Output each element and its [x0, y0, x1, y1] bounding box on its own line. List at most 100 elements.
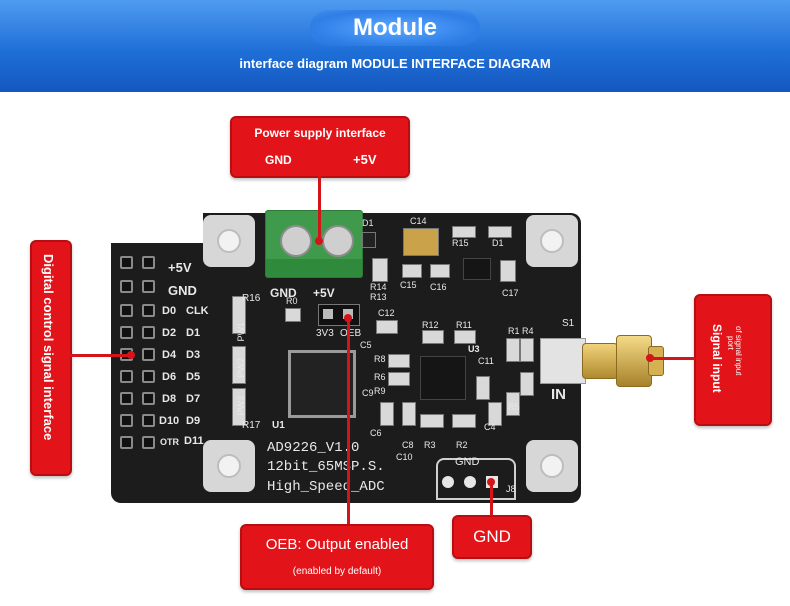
leader-gnd — [490, 482, 493, 516]
pin-label: D7 — [186, 393, 201, 405]
mounting-hole-top-right — [526, 215, 578, 267]
sma-base — [540, 338, 586, 384]
pin-label: D5 — [186, 371, 201, 383]
jumper-3v3-label: 3V3 — [316, 328, 334, 339]
smd-part — [452, 226, 476, 238]
pin — [120, 280, 133, 293]
pin — [120, 326, 133, 339]
pin — [120, 392, 133, 405]
pin-label: D10 — [159, 415, 180, 427]
j8-label: J8 — [506, 484, 516, 494]
jumper-oeb-label: OEB — [340, 328, 362, 339]
ref-u2: U3 — [468, 344, 480, 354]
pin-label: D9 — [186, 415, 201, 427]
ref-label: R9 — [374, 386, 386, 396]
smd-part — [380, 402, 394, 426]
ref-label: R12 — [422, 320, 439, 330]
pin-label: D6 — [162, 371, 177, 383]
smd-part — [285, 308, 301, 322]
ref-label: R4 — [522, 326, 534, 336]
ref-label: R6 — [374, 372, 386, 382]
smd-part — [232, 346, 246, 384]
capacitor-c14 — [403, 228, 439, 256]
ref-label: R2 — [456, 440, 468, 450]
callout-gnd: GND — [452, 515, 532, 559]
pin — [120, 370, 133, 383]
leader-oeb — [347, 318, 350, 524]
leader-digital — [70, 354, 132, 357]
pin-label: OTR — [160, 437, 179, 447]
board-spec: 12bit_65MSP.S. — [267, 459, 385, 475]
ref-label: C14 — [410, 216, 427, 226]
ref-label: C15 — [400, 280, 417, 290]
callout-signal-line3: of signal input — [734, 326, 743, 376]
pin-label: D2 — [162, 327, 177, 339]
smd-part — [506, 338, 520, 362]
smd-part — [388, 354, 410, 368]
ref-label: C4 — [484, 422, 496, 432]
ref-label: PW3 — [236, 396, 246, 416]
pin-label: D4 — [162, 349, 177, 361]
ref-label: R14 — [370, 282, 387, 292]
header-5v-label: +5V — [168, 260, 192, 275]
smd-part — [422, 330, 444, 344]
smd-part — [488, 402, 502, 426]
j8-pin — [442, 476, 454, 488]
opamp-u2 — [420, 356, 466, 400]
ref-u1: U1 — [272, 420, 285, 431]
leader-dot — [315, 237, 323, 245]
pin — [142, 414, 155, 427]
ref-label: D1 — [362, 218, 374, 228]
ref-label: C12 — [378, 308, 395, 318]
smd-part — [372, 258, 388, 282]
ref-label: C5 — [360, 340, 372, 350]
power-terminal-block — [265, 210, 363, 278]
pin — [142, 304, 155, 317]
smd-part — [520, 338, 534, 362]
pin-label: D11 — [184, 435, 204, 447]
terminal-5v-label: +5V — [313, 286, 335, 300]
smd-part — [362, 232, 376, 248]
pin — [142, 280, 155, 293]
smd-part — [452, 414, 476, 428]
terminal-screw-left — [280, 225, 312, 257]
left-pin-header — [118, 254, 160, 454]
ref-label: R11 — [456, 320, 472, 330]
pin — [120, 304, 133, 317]
ref-label: C10 — [396, 452, 413, 462]
ref-label: R5 — [508, 402, 520, 412]
smd-part — [232, 388, 246, 426]
oeb-jumper — [318, 304, 360, 326]
callout-signal-line1: Signal input — [710, 324, 724, 393]
page-subtitle: interface diagram MODULE INTERFACE DIAGR… — [239, 56, 551, 71]
board-model: AD9226_V1.0 — [267, 440, 360, 456]
pin-label: CLK — [186, 305, 209, 317]
leader-dot — [487, 478, 495, 486]
regulator-u3 — [463, 258, 491, 280]
pin — [142, 436, 155, 449]
ref-label: C9 — [362, 388, 374, 398]
leader-dot — [127, 351, 135, 359]
pin-label: D3 — [186, 349, 201, 361]
smd-part — [500, 260, 516, 282]
board-name: High_Speed_ADC — [267, 479, 385, 495]
smd-part — [232, 296, 246, 334]
smd-part — [402, 264, 422, 278]
callout-oeb: OEB: Output enabled (enabled by default) — [240, 524, 434, 590]
mounting-hole-top-left — [203, 215, 255, 267]
sma-body — [582, 343, 618, 379]
pin-label: D8 — [162, 393, 177, 405]
callout-oeb-note: (enabled by default) — [292, 566, 382, 577]
pin — [120, 256, 133, 269]
mounting-hole-bottom-right — [526, 440, 578, 492]
smd-part — [430, 264, 450, 278]
callout-gnd-text: GND — [473, 527, 511, 546]
pin-label: D1 — [186, 327, 201, 339]
smd-part — [376, 320, 398, 334]
callout-power-5v: +5V — [353, 152, 377, 167]
pin-label: D0 — [162, 305, 177, 317]
ref-label: PW2 — [236, 358, 246, 378]
adc-chip-u1 — [288, 350, 356, 418]
pin — [142, 256, 155, 269]
callout-power-supply: Power supply interface GND +5V — [230, 116, 410, 178]
